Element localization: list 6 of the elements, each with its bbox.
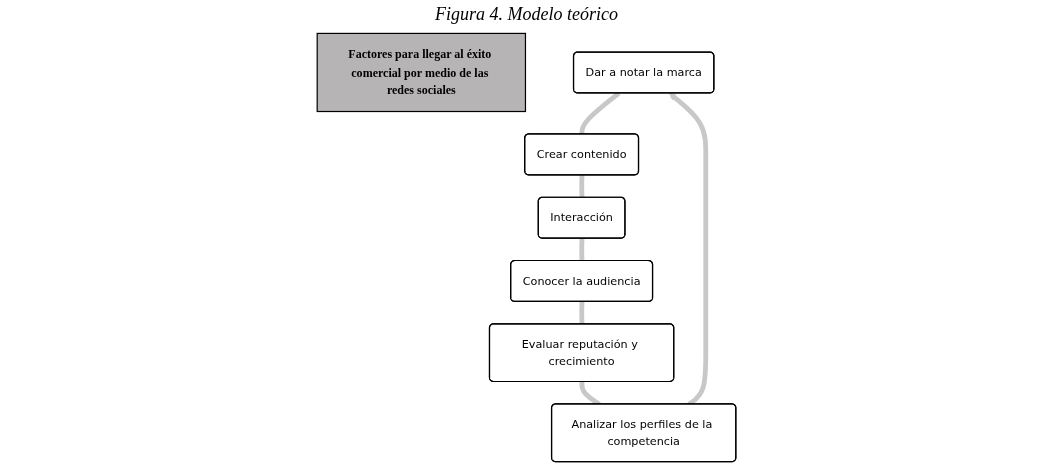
connector (579, 91, 621, 135)
node-box: Factores para llegar al éxito comercial por medio de las redes sociales (316, 32, 527, 113)
connector (579, 174, 585, 199)
connector (579, 237, 585, 262)
figure-title: Figura 4. Modelo teórico (435, 4, 618, 25)
connector (579, 301, 585, 325)
